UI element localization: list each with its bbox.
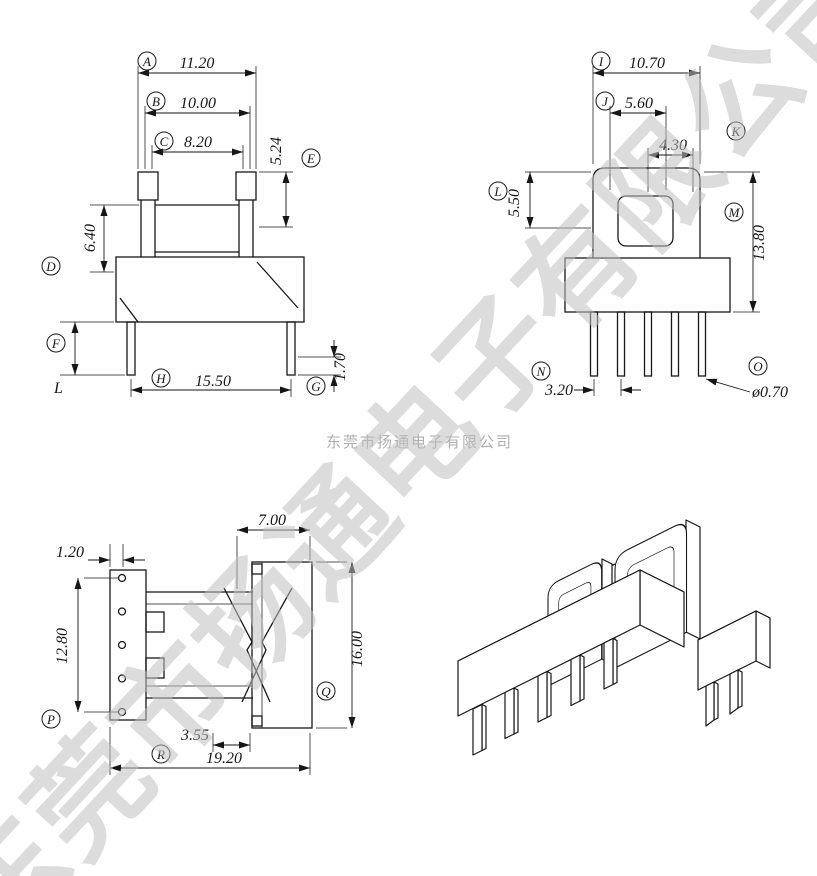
dim-e-value: 5.24 <box>268 137 285 165</box>
front-dimensions: 11.20 10.00 8.20 5.24 6.40 L <box>53 55 349 397</box>
svg-text:N: N <box>536 364 547 379</box>
svg-text:M: M <box>728 205 741 220</box>
dim-j-value: 5.60 <box>625 95 653 112</box>
dim-n-value: 3.20 <box>544 382 573 399</box>
label-o: O <box>748 356 768 376</box>
top-dimensions: 7.00 1.20 12.80 16.00 3.55 <box>54 512 366 775</box>
dim-width-top: 7.00 <box>258 512 286 529</box>
label-q: Q <box>316 681 336 701</box>
label-r: R <box>151 744 171 764</box>
label-a: A <box>137 51 157 71</box>
svg-text:R: R <box>156 747 165 762</box>
svg-text:E: E <box>306 151 315 166</box>
iso-base-pins <box>472 637 618 756</box>
svg-text:H: H <box>155 371 166 386</box>
label-h: H <box>151 368 171 388</box>
svg-text:Q: Q <box>321 684 331 699</box>
svg-text:A: A <box>142 54 151 69</box>
dim-m-value: 13.80 <box>751 225 768 261</box>
dim-l-value: 5.50 <box>506 189 523 217</box>
dim-i-value: 10.70 <box>629 55 665 72</box>
iso-far-base-block <box>697 610 771 691</box>
label-f: F <box>46 333 66 353</box>
svg-text:K: K <box>731 124 742 139</box>
dim-g-value: 1.70 <box>332 353 349 381</box>
isometric-view <box>457 519 771 756</box>
label-i: I <box>591 51 611 71</box>
svg-text:J: J <box>602 94 609 109</box>
front-part-outline <box>115 171 305 376</box>
svg-text:L: L <box>493 184 501 199</box>
svg-text:C: C <box>160 134 169 149</box>
svg-text:F: F <box>51 336 61 351</box>
label-n: N <box>531 361 551 381</box>
label-c: C <box>154 131 174 151</box>
top-labels: P Q R <box>41 681 336 764</box>
dim-height-left: 12.80 <box>54 628 71 664</box>
label-m: M <box>724 202 744 222</box>
dim-width-total: 19.20 <box>206 750 242 767</box>
iso-base-block <box>457 569 685 717</box>
svg-text:B: B <box>152 94 160 109</box>
dim-d-value: 6.40 <box>82 224 99 252</box>
dim-height-right: 16.00 <box>349 631 366 667</box>
label-g: G <box>306 376 326 396</box>
svg-text:I: I <box>598 54 604 69</box>
label-k: K <box>726 121 746 141</box>
svg-text:O: O <box>753 359 763 374</box>
dim-b-value: 10.00 <box>180 95 216 112</box>
side-view: 10.70 5.60 4.30 5.50 13.80 <box>488 51 788 401</box>
label-j: J <box>595 91 615 111</box>
dim-o-value: ø0.70 <box>751 384 788 401</box>
dim-h-value: 15.50 <box>195 373 231 390</box>
svg-text:D: D <box>45 259 56 274</box>
corner-mark: L <box>53 380 63 397</box>
front-view: 11.20 10.00 8.20 5.24 6.40 L <box>41 51 349 397</box>
top-view: 7.00 1.20 12.80 16.00 3.55 <box>41 512 366 775</box>
svg-text:G: G <box>311 379 321 394</box>
dim-a-value: 11.20 <box>180 55 215 72</box>
label-d: D <box>41 256 61 276</box>
dim-c-value: 8.20 <box>184 134 212 151</box>
iso-far-flange-side <box>685 519 701 640</box>
svg-text:P: P <box>46 712 55 727</box>
label-e: E <box>301 148 321 168</box>
dim-thickness: 1.20 <box>56 544 84 561</box>
side-dimensions: 10.70 5.60 4.30 5.50 13.80 <box>506 55 788 401</box>
label-p: P <box>41 709 61 729</box>
iso-far-base-pins <box>705 669 743 727</box>
label-l: L <box>488 181 508 201</box>
front-labels: A B C E D F H G <box>41 51 326 396</box>
dim-offset: 3.55 <box>180 727 209 744</box>
side-part-outline <box>564 167 731 377</box>
label-b: B <box>146 91 166 111</box>
top-part-outline <box>109 561 313 729</box>
side-labels: I J K L M N O <box>488 51 768 381</box>
dim-k-value: 4.30 <box>659 137 687 154</box>
